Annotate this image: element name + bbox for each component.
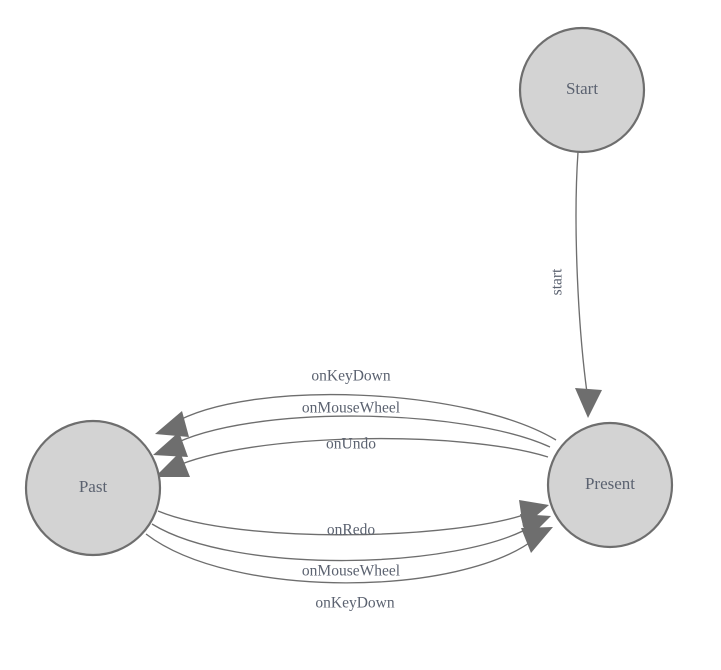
node-present[interactable]: Present xyxy=(546,421,674,549)
edge-present-to-past-onkeydown-arrowhead xyxy=(155,411,189,437)
edge-label-start: start xyxy=(549,268,566,295)
edge-present-to-past-onmousewheel-path xyxy=(169,415,551,448)
node-start-circle xyxy=(518,26,646,154)
edge-present-to-past-onundo-path xyxy=(171,437,549,469)
node-start[interactable]: Start xyxy=(518,26,646,154)
edge-present-to-past-onundo-arrowhead xyxy=(155,452,190,477)
edge-present-to-past-onundo[interactable]: onUndo xyxy=(155,436,549,477)
edge-label-past-present-onkeydown: onKeyDown xyxy=(315,595,394,612)
node-past[interactable]: Past xyxy=(24,419,162,557)
edge-start-to-present-arrowhead xyxy=(575,388,602,418)
edge-past-to-present-onmousewheel-path xyxy=(151,523,535,562)
edge-label-present-past-onmousewheel: onMouseWheel xyxy=(302,400,400,417)
node-start-label: Start xyxy=(566,79,598,98)
edge-present-to-past-onmousewheel-arrowhead xyxy=(153,432,188,457)
edge-start-to-present[interactable]: start xyxy=(549,151,602,418)
edge-present-to-past-onkeydown-path xyxy=(171,393,557,441)
node-present-circle xyxy=(546,421,674,549)
edge-past-to-present-onkeydown-arrowhead xyxy=(521,527,553,553)
edge-past-to-present-onkeydown[interactable]: onKeyDown xyxy=(145,527,553,612)
edge-present-to-past-onkeydown[interactable]: onKeyDown xyxy=(155,368,557,441)
edge-past-to-present-onredo-path xyxy=(157,510,533,536)
node-past-circle xyxy=(24,419,162,557)
node-past-label: Past xyxy=(79,477,108,496)
edge-label-present-past-onundo: onUndo xyxy=(326,436,376,453)
edge-label-past-present-onmousewheel: onMouseWheel xyxy=(302,563,400,580)
edge-past-to-present-onkeydown-path xyxy=(145,533,537,584)
edge-start-to-present-path xyxy=(575,151,589,401)
node-present-label: Present xyxy=(585,474,635,493)
edge-present-to-past-onmousewheel[interactable]: onMouseWheel xyxy=(153,400,551,457)
edge-past-to-present-onredo[interactable]: onRedo xyxy=(157,500,549,539)
edge-label-past-present-onredo: onRedo xyxy=(327,522,375,539)
edge-label-present-past-onkeydown: onKeyDown xyxy=(311,368,390,385)
